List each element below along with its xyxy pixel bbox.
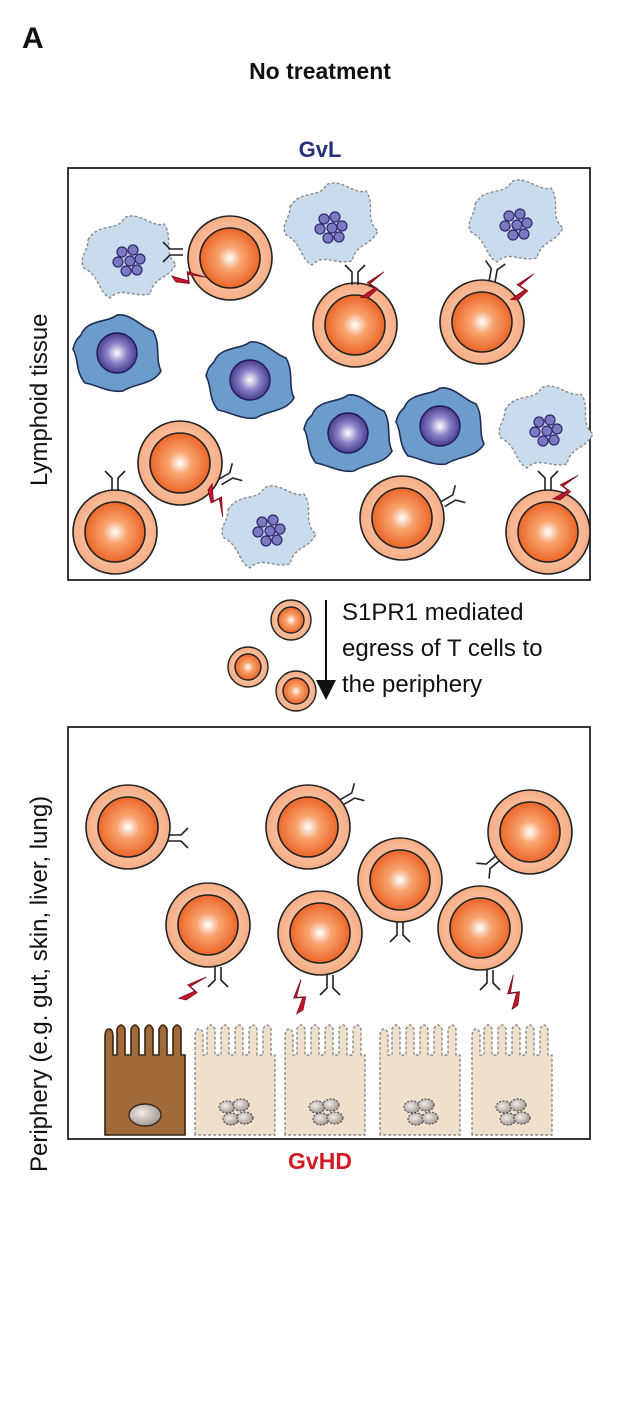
t-cell bbox=[505, 489, 591, 575]
gvhd-label: GvHD bbox=[288, 1148, 352, 1174]
t-cell bbox=[357, 837, 443, 923]
t-cell bbox=[85, 784, 171, 870]
epithelial-cell bbox=[194, 1024, 276, 1136]
migrating-t-cell bbox=[270, 599, 312, 641]
egress-text-line: S1PR1 mediated bbox=[342, 599, 524, 626]
periphery-label: Periphery (e.g. gut, skin, liver, lung) bbox=[26, 795, 53, 1172]
t-cell bbox=[72, 489, 158, 575]
t-cell bbox=[439, 279, 525, 365]
lymphoid-tissue-label: Lymphoid tissue bbox=[26, 313, 53, 486]
t-cell bbox=[359, 475, 445, 561]
panel-letter: A bbox=[22, 22, 44, 55]
t-cell bbox=[187, 215, 273, 301]
t-cell bbox=[487, 789, 573, 875]
t-cell bbox=[312, 282, 398, 368]
gvl-label: GvL bbox=[298, 137, 342, 162]
epithelial-cell-damaged bbox=[104, 1024, 186, 1136]
migrating-t-cell bbox=[275, 670, 317, 712]
t-cell bbox=[277, 890, 363, 976]
egress-text-line: egress of T cells to bbox=[342, 635, 543, 662]
epithelial-cell bbox=[471, 1024, 553, 1136]
epithelial-cell bbox=[379, 1024, 461, 1136]
migrating-t-cell bbox=[227, 646, 269, 688]
t-cell bbox=[265, 784, 351, 870]
epithelial-cell bbox=[284, 1024, 366, 1136]
egress-text-line: the periphery bbox=[342, 671, 483, 698]
t-cell bbox=[437, 885, 523, 971]
t-cell bbox=[165, 882, 251, 968]
figure-title: No treatment bbox=[249, 58, 391, 84]
